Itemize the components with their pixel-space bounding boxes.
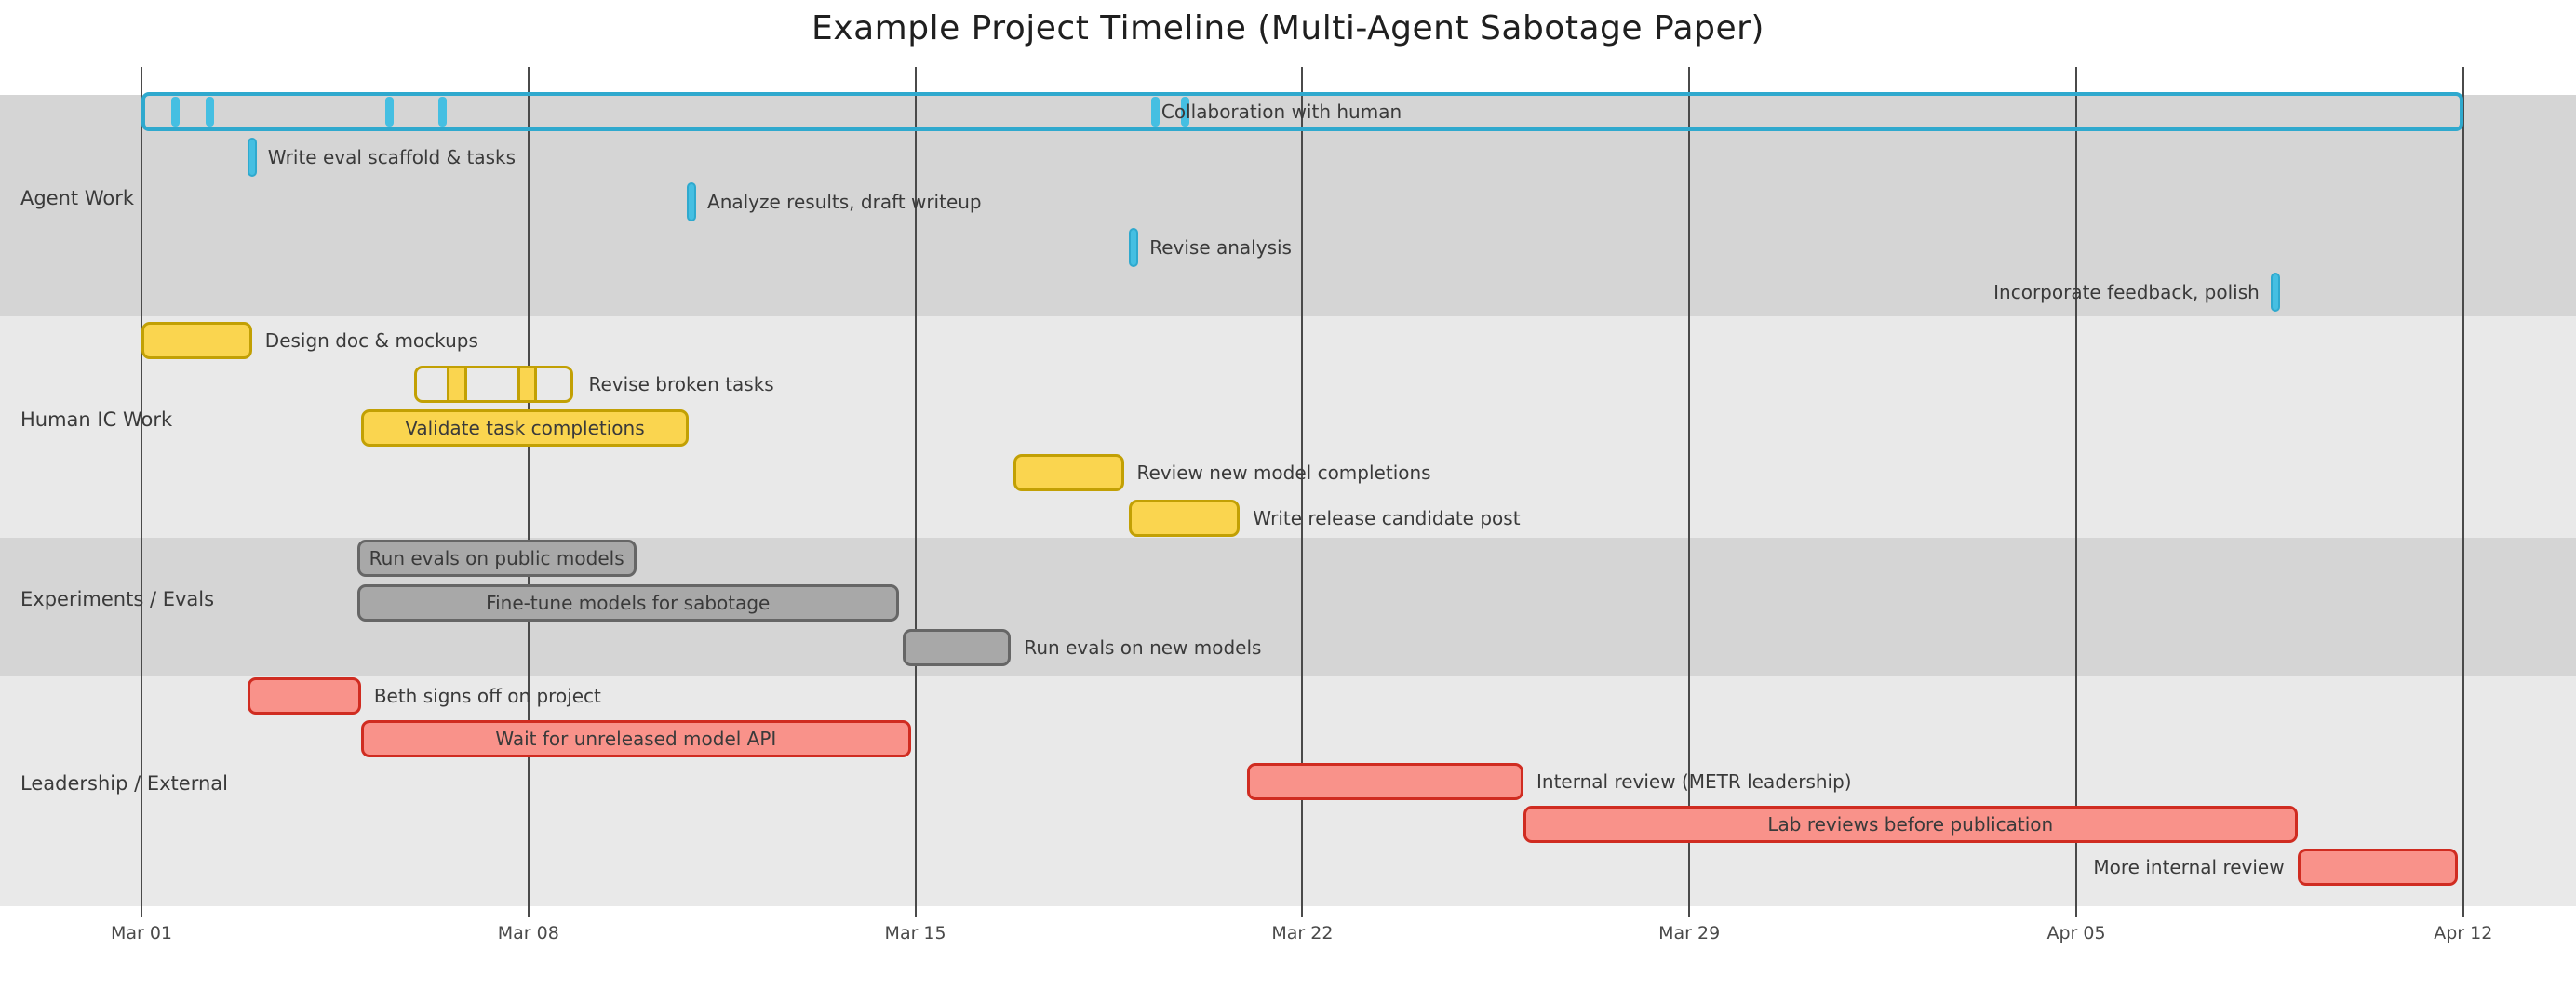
task-label: Write release candidate post <box>1253 507 1521 529</box>
collaboration-frame <box>141 92 2463 131</box>
task-label: Design doc & mockups <box>264 329 478 352</box>
task-label: Revise analysis <box>1149 235 1292 259</box>
task-label: Collaboration with human <box>1161 100 1402 123</box>
group-label: Leadership / External <box>20 772 228 795</box>
frame-tick <box>385 97 395 127</box>
task-pill <box>1129 227 1139 267</box>
task-bar-segment <box>446 368 468 400</box>
group-label: Experiments / Evals <box>20 588 215 610</box>
gridline <box>527 67 530 917</box>
task-bar-outline <box>413 366 574 403</box>
gridline <box>2462 67 2464 917</box>
frame-tick <box>206 97 215 127</box>
task-label: Beth signs off on project <box>373 685 601 707</box>
task-bar <box>360 409 690 447</box>
frame-tick <box>1180 97 1189 127</box>
gridline <box>141 67 142 917</box>
task-bar <box>902 629 1012 666</box>
frame-tick <box>438 97 448 127</box>
task-bar <box>360 720 911 757</box>
task-label: Fine-tune models for sabotage <box>486 592 771 614</box>
group-label: Human IC Work <box>20 408 173 431</box>
axis-tick-label: Mar 08 <box>497 923 559 943</box>
task-label: Wait for unreleased model API <box>495 728 777 750</box>
axis-tick-label: Mar 15 <box>884 923 946 943</box>
task-label: Review new model completions <box>1136 462 1431 484</box>
task-bar <box>1523 806 2298 843</box>
task-label: More internal review <box>2093 856 2285 878</box>
group-band <box>0 95 2576 316</box>
task-label: Run evals on new models <box>1024 636 1262 659</box>
task-label: Run evals on public models <box>369 547 624 569</box>
task-bar <box>1129 500 1241 537</box>
task-bar <box>248 677 361 715</box>
task-bar <box>356 584 899 622</box>
gridline <box>1688 67 1691 917</box>
axis-tick-label: Apr 05 <box>2046 923 2106 943</box>
gridline <box>914 67 917 917</box>
task-label: Analyze results, draft writeup <box>707 191 982 213</box>
axis-tick-label: Mar 01 <box>110 923 173 943</box>
task-bar-segment <box>517 368 537 400</box>
task-bar <box>356 540 637 577</box>
task-label: Write eval scaffold & tasks <box>267 145 517 168</box>
axis-tick-label: Mar 29 <box>1658 923 1721 943</box>
task-pill <box>687 182 697 221</box>
task-bar <box>1013 454 1124 491</box>
gridline <box>2075 67 2077 917</box>
gridline <box>1301 67 1304 917</box>
task-pill <box>2270 273 2280 312</box>
task-label: Lab reviews before publication <box>1767 813 2054 836</box>
task-bar <box>141 322 252 359</box>
task-bar <box>2297 849 2458 886</box>
task-pill <box>247 137 257 177</box>
task-label: Validate task completions <box>405 417 645 439</box>
axis-tick-label: Apr 12 <box>2434 923 2493 943</box>
frame-tick <box>171 97 181 127</box>
task-label: Revise broken tasks <box>588 373 774 395</box>
axis-tick-label: Mar 22 <box>1271 923 1334 943</box>
task-label: Internal review (METR leadership) <box>1536 770 1852 793</box>
group-label: Agent Work <box>20 187 135 209</box>
task-bar <box>1247 763 1523 800</box>
chart-title: Example Project Timeline (Multi-Agent Sa… <box>812 9 1764 47</box>
frame-tick <box>1151 97 1161 127</box>
task-label: Incorporate feedback, polish <box>1993 281 2260 303</box>
